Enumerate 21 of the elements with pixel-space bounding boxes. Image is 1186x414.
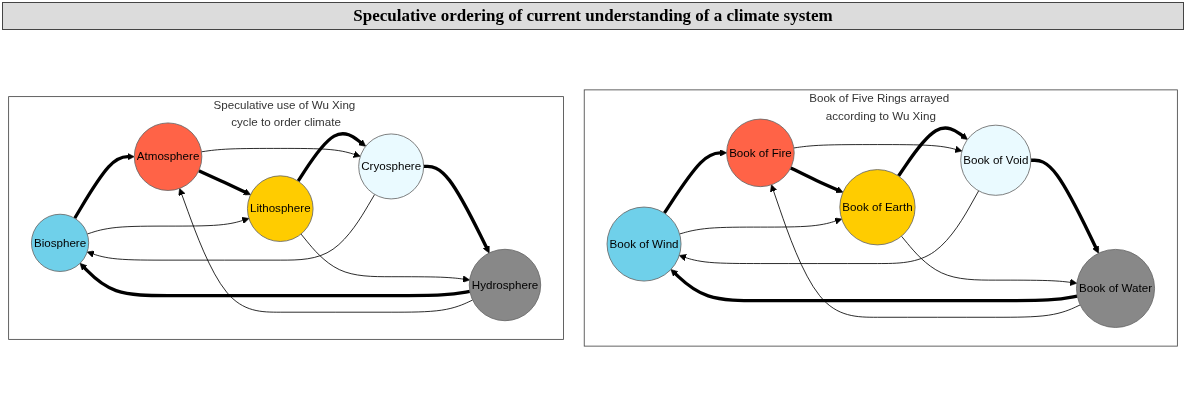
arrow — [79, 263, 471, 298]
arrow — [423, 164, 490, 254]
node-circle: Atmosphere — [133, 122, 203, 191]
arrow — [73, 153, 135, 220]
node-circle: Book of Earth — [839, 169, 916, 246]
node-circle: Cryosphere — [358, 133, 425, 200]
arrow — [670, 269, 1078, 303]
node-circle: Book of Fire — [726, 118, 795, 188]
arrow — [198, 169, 251, 196]
node-circle: Hydrosphere — [468, 248, 542, 322]
node-circle: Lithosphere — [247, 175, 314, 242]
table-title: Speculative ordering of current understanding of a climate system — [2, 2, 1184, 30]
arrow — [1030, 158, 1099, 254]
arrow — [662, 149, 727, 215]
node-circle: Book of Water — [1076, 248, 1155, 328]
arrow — [296, 132, 366, 183]
arrow — [897, 126, 968, 177]
node-circle: Book of Wind — [606, 206, 682, 282]
arrow — [789, 166, 844, 193]
node-circle: Biosphere — [31, 213, 90, 272]
node-circle: Book of Void — [960, 124, 1032, 196]
